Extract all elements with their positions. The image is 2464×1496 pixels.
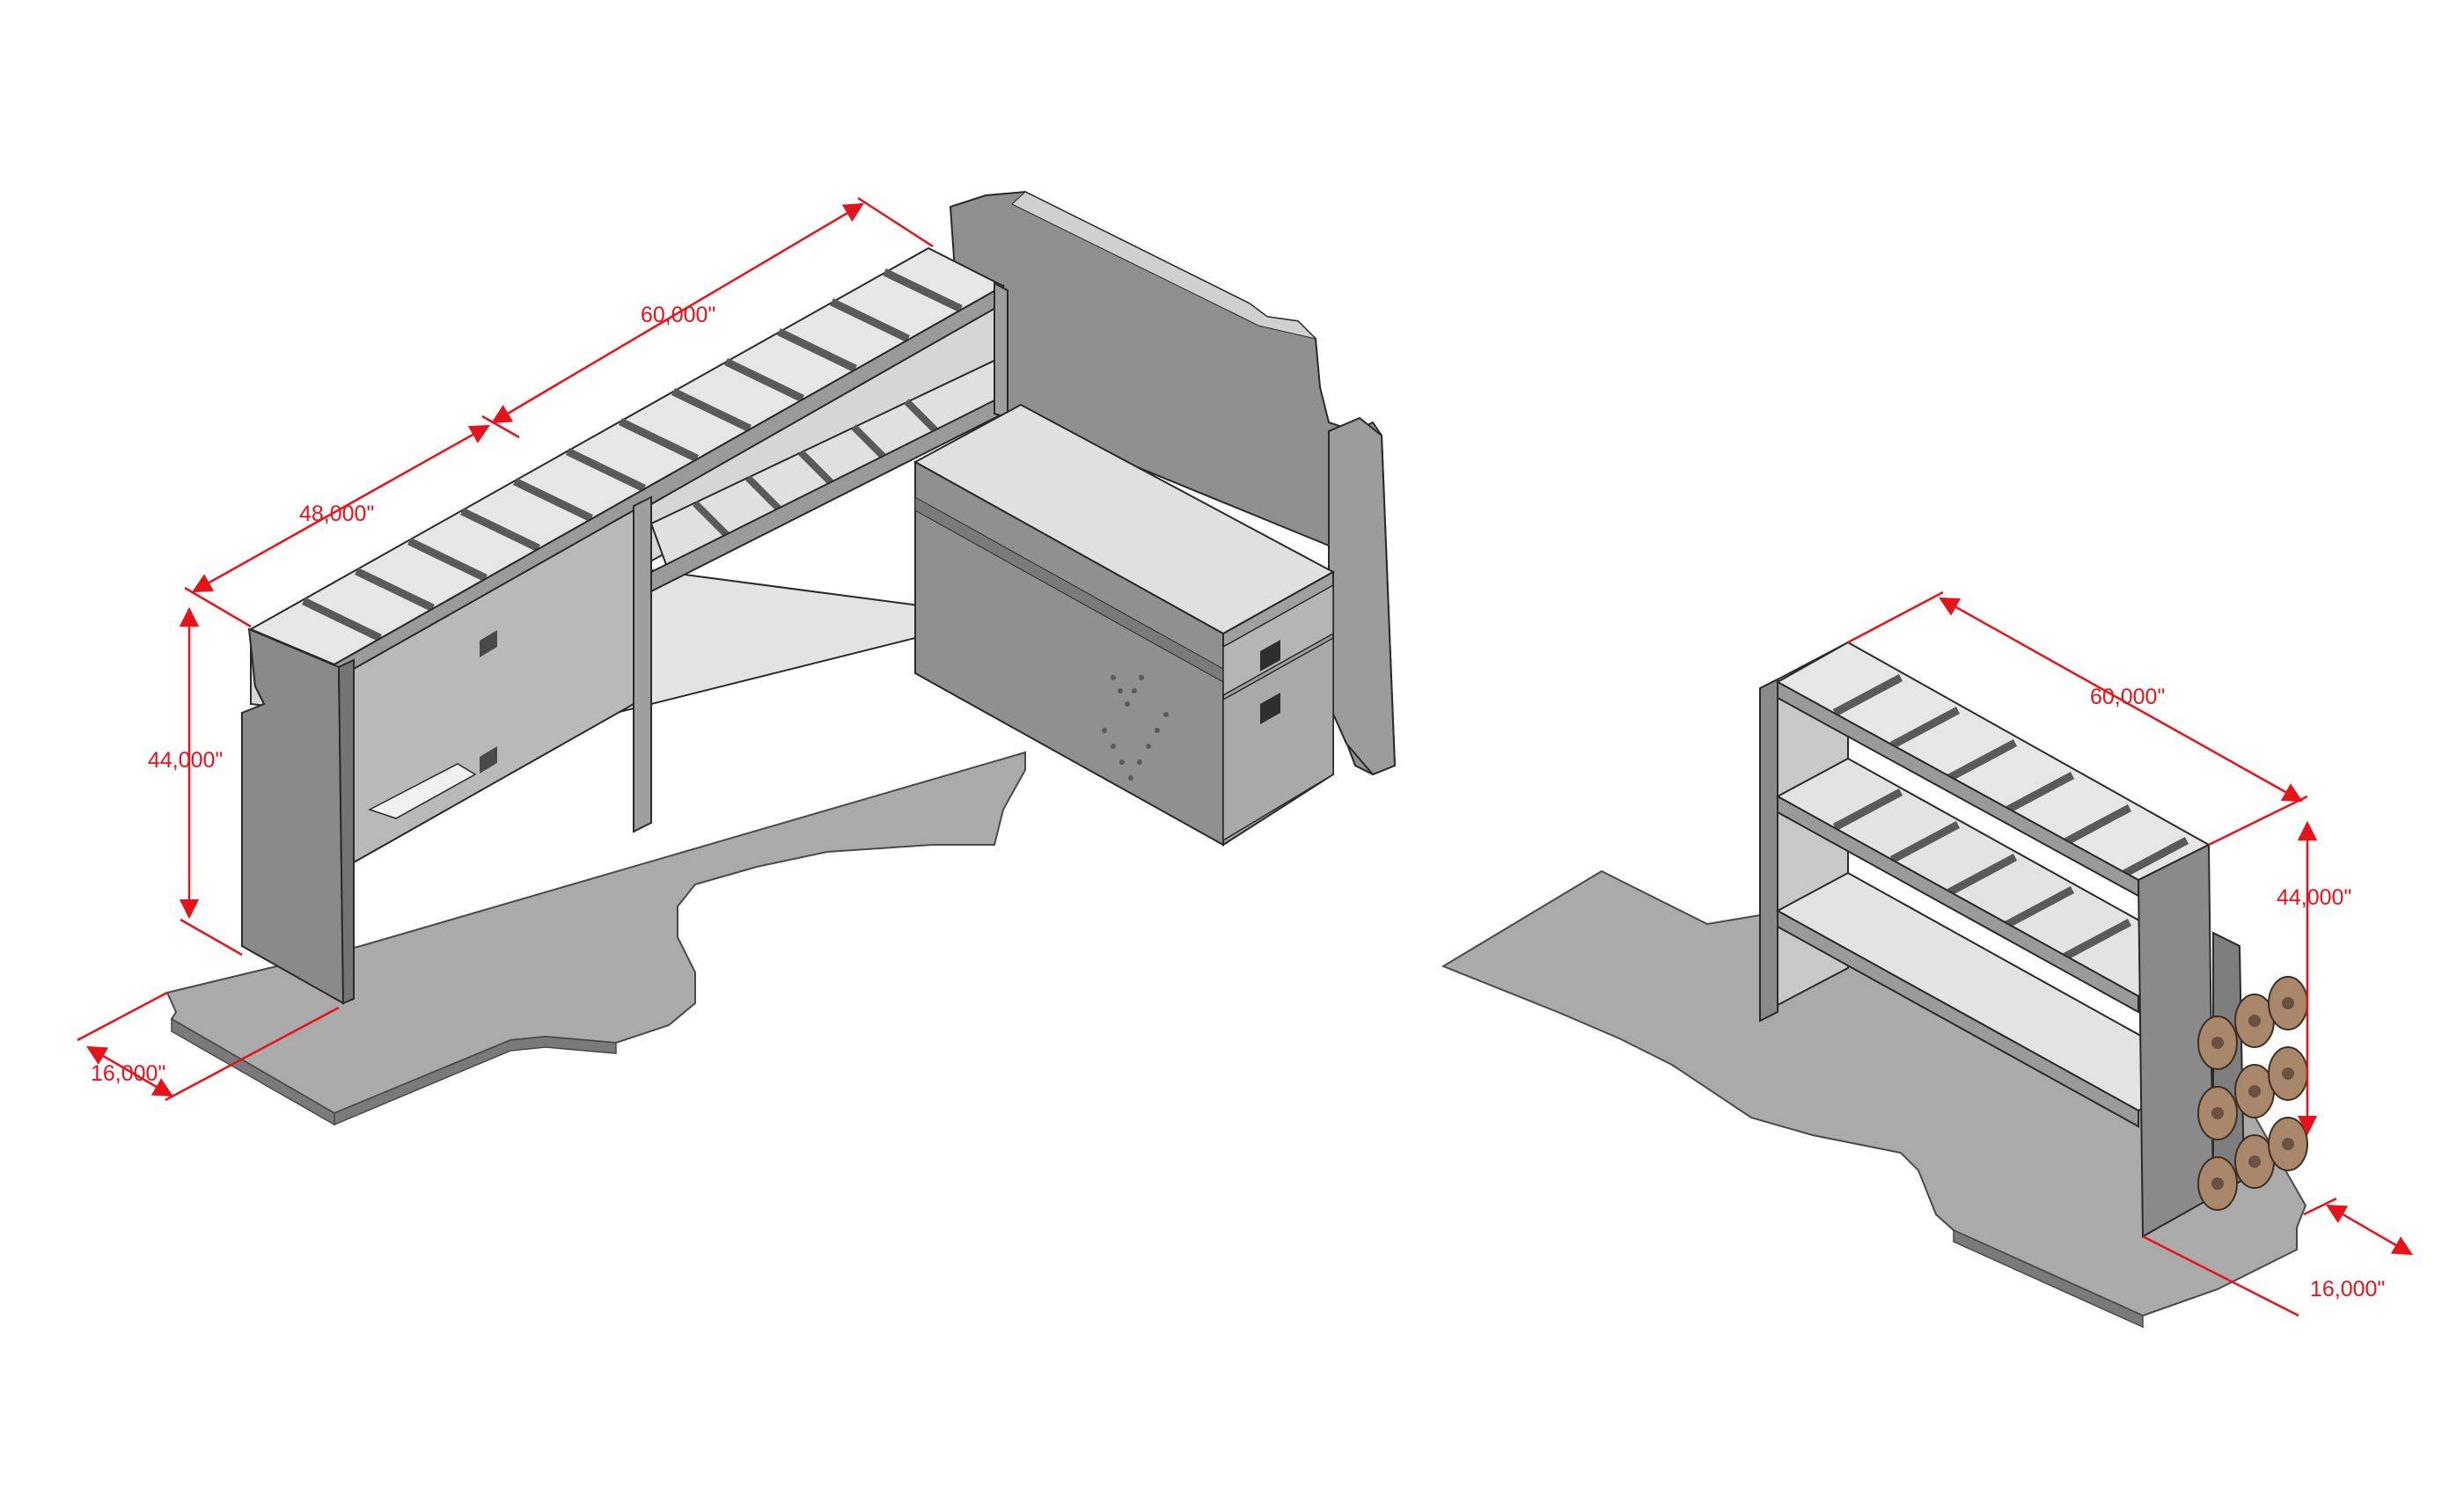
dim-label-right-height: 44,000": [2277, 885, 2351, 910]
dimension-lines: [77, 196, 2413, 1317]
dim-label-lower-length: 48,000": [299, 502, 374, 526]
short-unit-low-rail: [1777, 909, 2139, 1128]
dim-ext-right-depth-a: [2303, 1197, 2337, 1216]
dim-label-right-length: 60,000": [2090, 685, 2165, 709]
dim-line-upper-length: [491, 202, 864, 424]
dim-ext-depth-left-a: [77, 991, 168, 1042]
dim-ext-lower-a: [184, 586, 252, 628]
right-assembly: [1441, 641, 2308, 1329]
lower-drawer-front: [353, 509, 634, 864]
long-unit-right-upright: [994, 282, 1008, 420]
cabinet-handle-upper: [1260, 640, 1280, 671]
dim-label-upper-length: 60,000": [641, 303, 715, 327]
long-unit-middle-upright: [633, 495, 652, 833]
cabinet-logo: [1102, 675, 1169, 781]
dim-ext-right-b: [2208, 795, 2308, 847]
dim-ext-right-depth-b: [2142, 1235, 2299, 1317]
short-unit-left-end-panel: [1759, 678, 1778, 1023]
left-assembly: [165, 190, 1397, 1126]
right-floor-edge: [1953, 1228, 2144, 1329]
dimension-labels: 60,000" 48,000" 44,000" 16,000" 60,000" …: [91, 303, 2385, 1302]
storage-cabinet: [913, 403, 1336, 847]
lower-drawer-handle-bottom: [480, 746, 497, 774]
dim-label-right-depth: 16,000": [2310, 1277, 2385, 1302]
dim-ext-right-a: [1847, 590, 1944, 644]
short-unit-mid-rail: [1777, 795, 2139, 1014]
dim-line-lower-length: [192, 424, 490, 593]
cabinet-drawer-bottom: [1222, 636, 1334, 842]
dim-ext-upper-b: [857, 196, 934, 248]
cabinet-handle-lower: [1260, 693, 1280, 724]
dim-label-depth-left: 16,000": [91, 1061, 165, 1086]
dim-line-right-length: [1939, 597, 2303, 803]
lower-drawer-handle-top: [480, 630, 497, 657]
long-unit-left-end-panel: [241, 627, 345, 1005]
dim-label-height-left: 44,000": [148, 748, 223, 773]
left-end-panel-lip: [337, 658, 355, 1005]
lower-drawer-cutout: [368, 763, 477, 819]
spool-hubs: [2211, 997, 2294, 1190]
dim-line-right-depth: [2326, 1204, 2413, 1256]
bulkhead-side-flange: [1328, 416, 1397, 776]
bulkhead-highlight: [1011, 191, 1317, 340]
dim-ext-upper-a: [481, 414, 520, 439]
dim-ext-height-left: [180, 918, 243, 957]
dim-line-depth-left: [86, 1045, 173, 1097]
dim-ext-depth-left-b: [165, 1006, 340, 1102]
cabinet-drawer-top: [1222, 583, 1334, 697]
left-floor-edge-front: [334, 1036, 617, 1126]
short-unit-middle-dividers: [1832, 788, 2132, 961]
